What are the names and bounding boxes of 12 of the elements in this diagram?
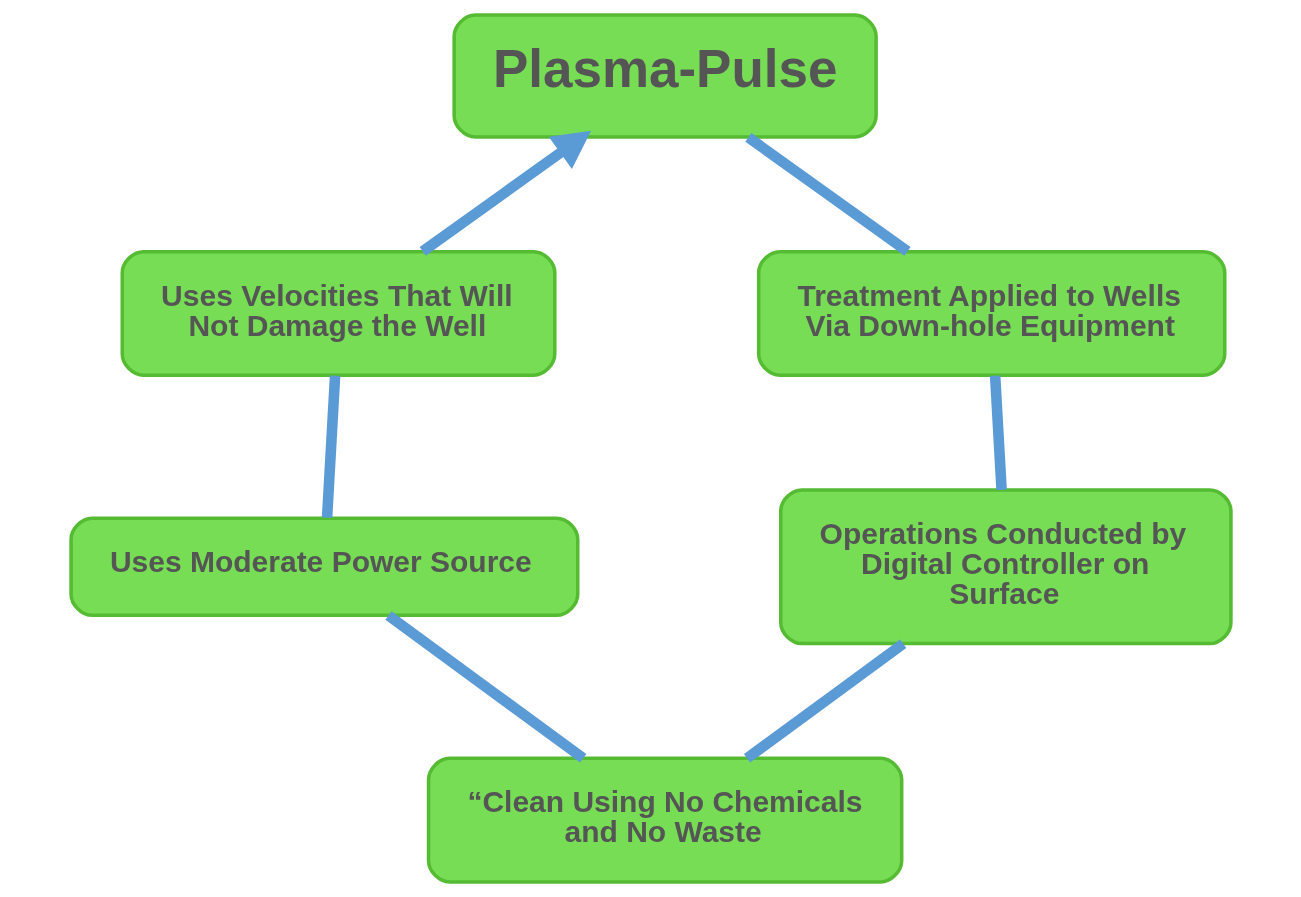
- node-box: Uses Velocities That Will Not Damage the Well: [120, 249, 557, 377]
- node-box: Plasma-Pulse: [451, 13, 878, 139]
- connector: [744, 133, 911, 256]
- connector: [384, 611, 586, 763]
- connector: [989, 375, 1007, 491]
- arrow: [419, 130, 591, 256]
- node-box: Treatment Applied to Wells Via Down-hole Equipment: [756, 249, 1227, 377]
- node-box: Operations Conducted by Digital Controller on Surface: [778, 488, 1233, 646]
- connector: [321, 375, 340, 518]
- node-box: “Clean Using No Chemicals and No Waste: [426, 756, 903, 884]
- connector: [743, 639, 906, 763]
- node-box: Uses Moderate Power Source: [68, 516, 579, 618]
